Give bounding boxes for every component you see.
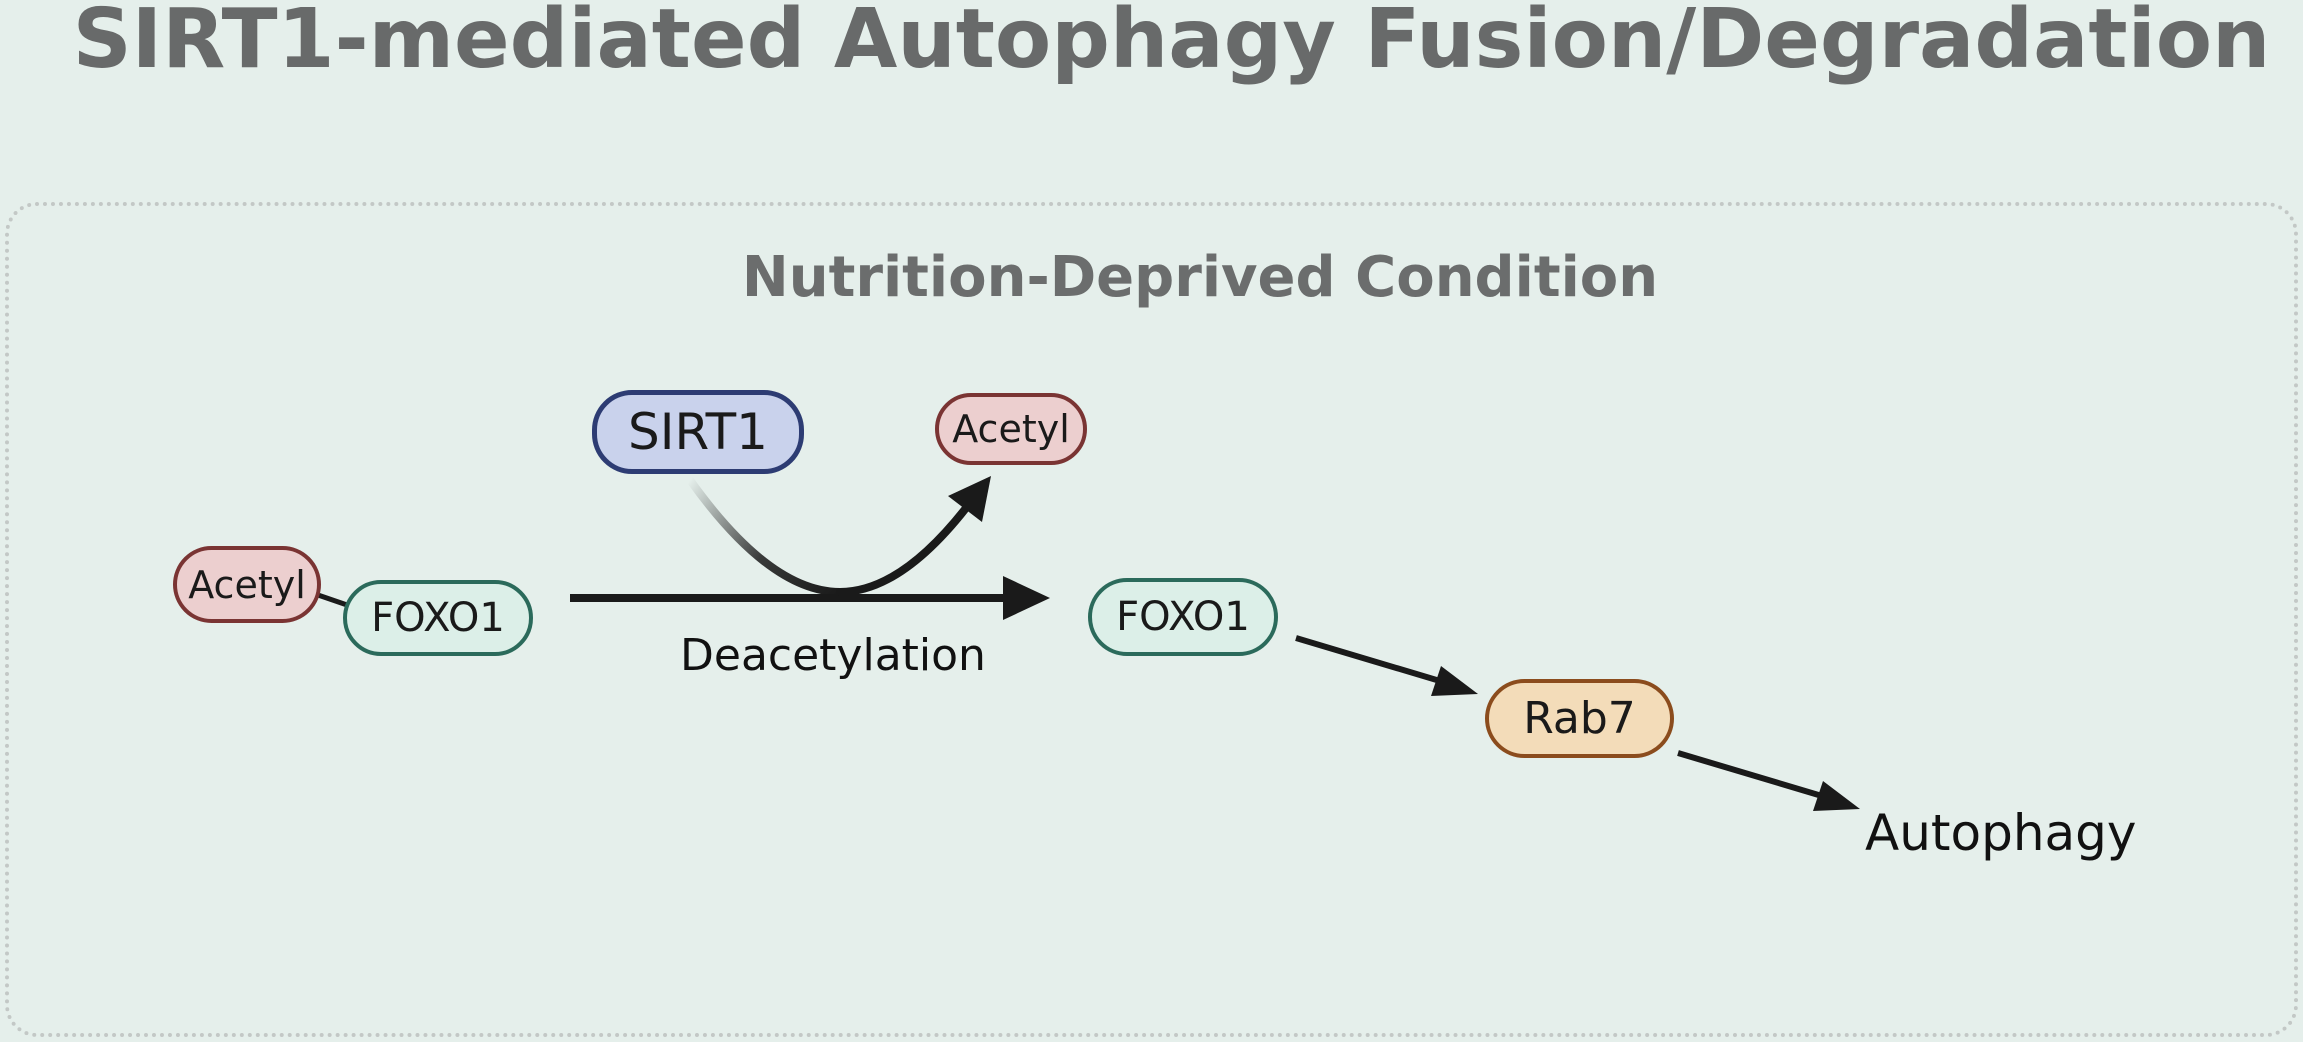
acetyl-bound-node: Acetyl xyxy=(173,546,321,623)
condition-panel xyxy=(5,202,2298,1037)
diagram-title: SIRT1-mediated Autophagy Fusion/Degradat… xyxy=(72,0,2271,87)
rab7-to-autophagy-line xyxy=(1677,750,1833,802)
deacetylation-arrow-head xyxy=(1003,576,1050,620)
foxo1-to-rab7-line xyxy=(1295,635,1451,687)
condition-label: Nutrition-Deprived Condition xyxy=(741,245,1659,310)
acetyl-released-node: Acetyl xyxy=(935,393,1087,465)
autophagy-label: Autophagy xyxy=(1865,804,2137,862)
rab7-to-autophagy-arrow-head xyxy=(1813,781,1860,811)
foxo1-to-rab7-arrow-head xyxy=(1431,666,1478,696)
sirt1-node: SIRT1 xyxy=(592,390,804,474)
sirt1-curve-head-path xyxy=(836,504,970,596)
deacetylation-label: Deacetylation xyxy=(680,630,986,681)
foxo1-deacetylated-node: FOXO1 xyxy=(1088,578,1278,656)
acetyl-release-arrow-head xyxy=(948,476,991,522)
rab7-node: Rab7 xyxy=(1485,679,1674,758)
sirt1-curve-tail xyxy=(686,476,844,596)
foxo1-acetylated-node: FOXO1 xyxy=(343,580,533,656)
